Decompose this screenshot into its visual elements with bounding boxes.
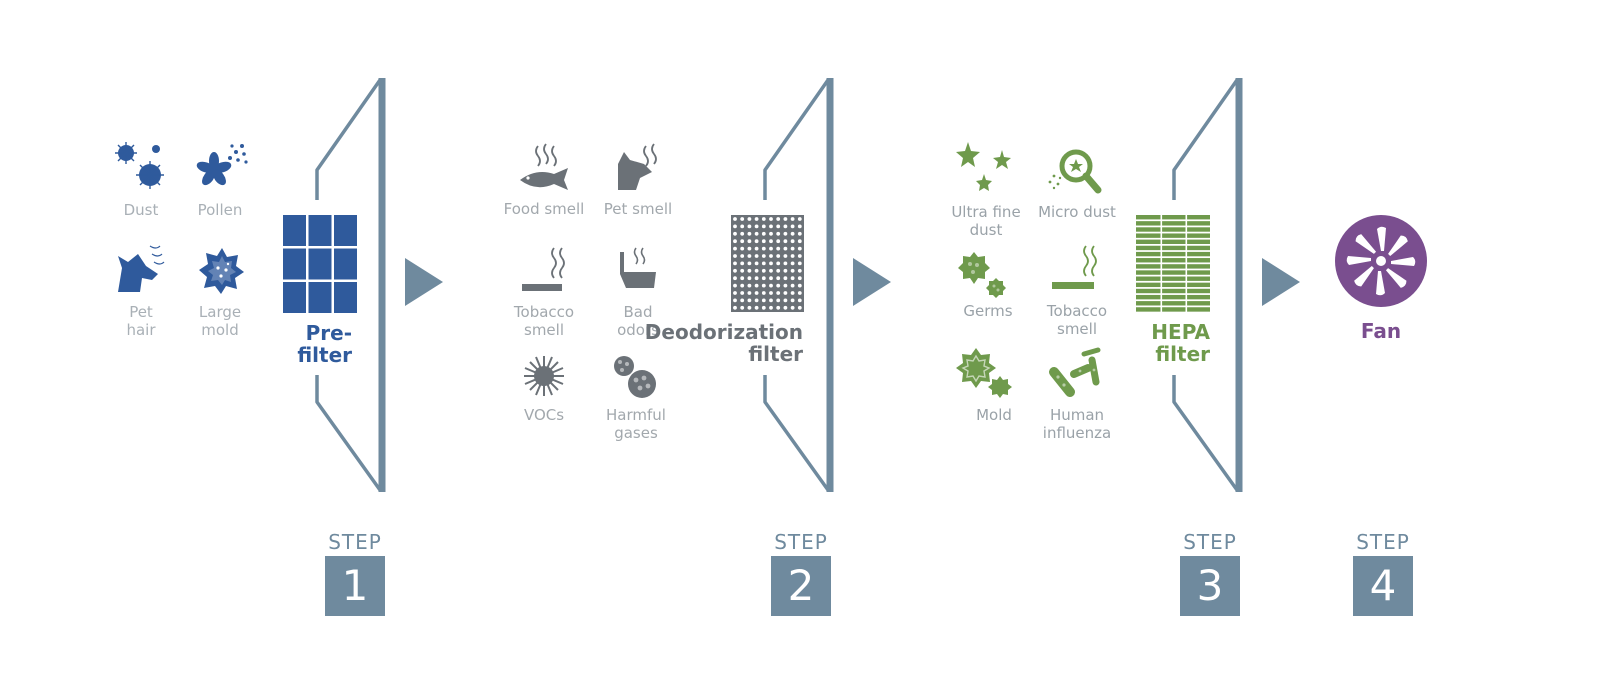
tobacco-icon [1052,245,1097,289]
deodorization-filter-dots [731,215,804,312]
mold-icon [956,348,1012,398]
hepa-filter-pleats [1136,215,1210,313]
pet-smell-icon [618,143,657,190]
pre-filter-frame [315,78,386,492]
ultra-fine-dust-label: Ultra fine dust [951,203,1021,239]
human-influenza-label: Human influenza [1042,406,1112,442]
micro-dust-label: Micro dust [1038,203,1116,221]
pollen-icon [196,144,248,186]
step-2-number: 2 [771,556,831,616]
vocs-icon [524,356,564,396]
influenza-icon [1049,347,1101,397]
pre-filter-label: Pre- filter [297,321,352,367]
step-1-number: 1 [325,556,385,616]
vocs-label: VOCs [523,406,565,424]
tobacco-icon [522,247,565,291]
ultra-fine-dust-icon [956,142,1011,191]
harmful-gases-icon [614,356,656,398]
hepa-filter-label: HEPA filter [1151,320,1210,366]
deodorization-filter-label: Deodorization filter [644,320,803,366]
micro-dust-icon [1048,149,1102,194]
pet-hair-icon [118,245,165,292]
pet-hair-label: Pet hair [126,303,156,339]
step-3-number: 3 [1180,556,1240,616]
germs-icon [958,252,1006,298]
dust-icon [115,142,164,189]
tobacco-smell-label: Tobacco smell [513,303,575,339]
tobacco-smell-label-2: Tobacco smell [1046,302,1108,338]
germs-label: Germs [963,302,1013,320]
deodorization-filter-frame [763,78,834,492]
step-4-number: 4 [1353,556,1413,616]
step-2-word: STEP [774,530,828,554]
flow-arrow-1 [405,258,443,306]
mold-label: Mold [976,406,1012,424]
bad-odors-icon [620,247,656,288]
pet-smell-label: Pet smell [603,200,673,218]
step-1-word: STEP [328,530,382,554]
fan-label: Fan [1360,319,1402,343]
harmful-gases-label: Harmful gases [606,406,666,442]
fan-icon [1335,215,1427,307]
bad-odors-label: Bad odors [617,303,659,339]
dust-label: Dust [123,201,159,219]
flow-arrow-2 [853,258,891,306]
food-smell-icon [520,143,568,190]
food-smell-label: Food smell [503,200,585,218]
large-mold-icon [199,248,244,294]
step-3-word: STEP [1183,530,1237,554]
large-mold-label: Large mold [198,303,242,339]
pollen-label: Pollen [197,201,243,219]
pre-filter-grid [283,215,357,313]
hepa-filter-frame [1172,78,1243,492]
step-4-word: STEP [1356,530,1410,554]
flow-arrow-3 [1262,258,1300,306]
